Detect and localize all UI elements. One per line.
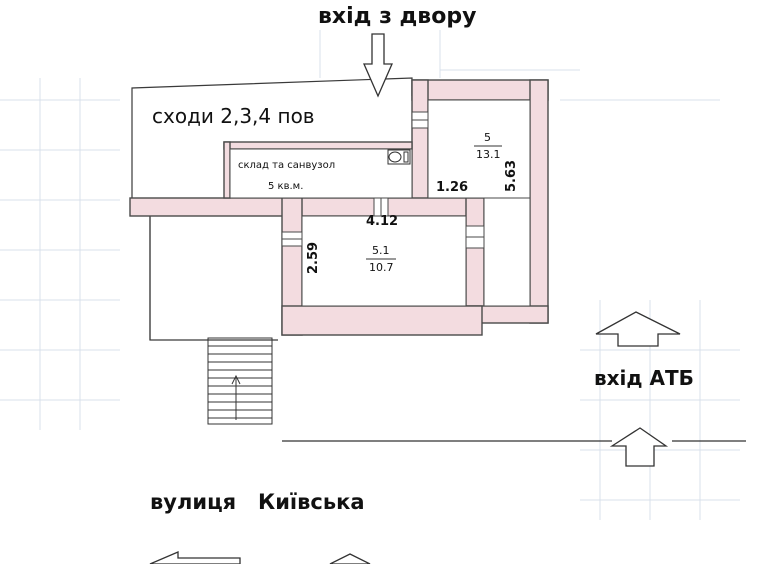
atb-entrance-arrow-icon	[595, 311, 681, 347]
room-5-interior	[427, 99, 531, 199]
dimension-4-12: 4.12	[366, 214, 399, 229]
dimension-5-63: 5.63	[504, 159, 519, 192]
room-5-1-number: 5.1	[372, 244, 390, 257]
dimension-2-59: 2.59	[306, 241, 321, 274]
area-fraction-lines	[366, 145, 502, 260]
stairs-label: сходи 2,3,4 пов	[152, 104, 315, 128]
yard-entrance-arrow-icon	[363, 33, 393, 98]
storage-label: склад та санвузол	[238, 160, 336, 171]
exterior-stairs	[207, 337, 273, 425]
dimension-1-26: 1.26	[436, 180, 469, 195]
room-interiors	[229, 99, 531, 307]
toilet-icon	[387, 149, 411, 165]
room-5-number: 5	[484, 131, 491, 144]
street-label: вулиця Київська	[150, 490, 365, 514]
storage-interior	[229, 148, 413, 199]
walls	[129, 79, 549, 336]
room-5-1-interior	[301, 215, 467, 307]
storage-area-label: 5 кв.м.	[268, 181, 304, 192]
atb-entrance-label: вхід АТБ	[594, 366, 694, 390]
room-5-area: 13.1	[476, 148, 501, 161]
room-5-interior-lower	[483, 197, 531, 307]
yard-entrance-label: вхід з двору	[318, 4, 477, 29]
openings	[281, 111, 485, 249]
bottom-arrows-icon	[149, 551, 371, 564]
street-entrance-arrow-icon	[609, 427, 669, 467]
room-5-1-area: 10.7	[369, 261, 394, 274]
